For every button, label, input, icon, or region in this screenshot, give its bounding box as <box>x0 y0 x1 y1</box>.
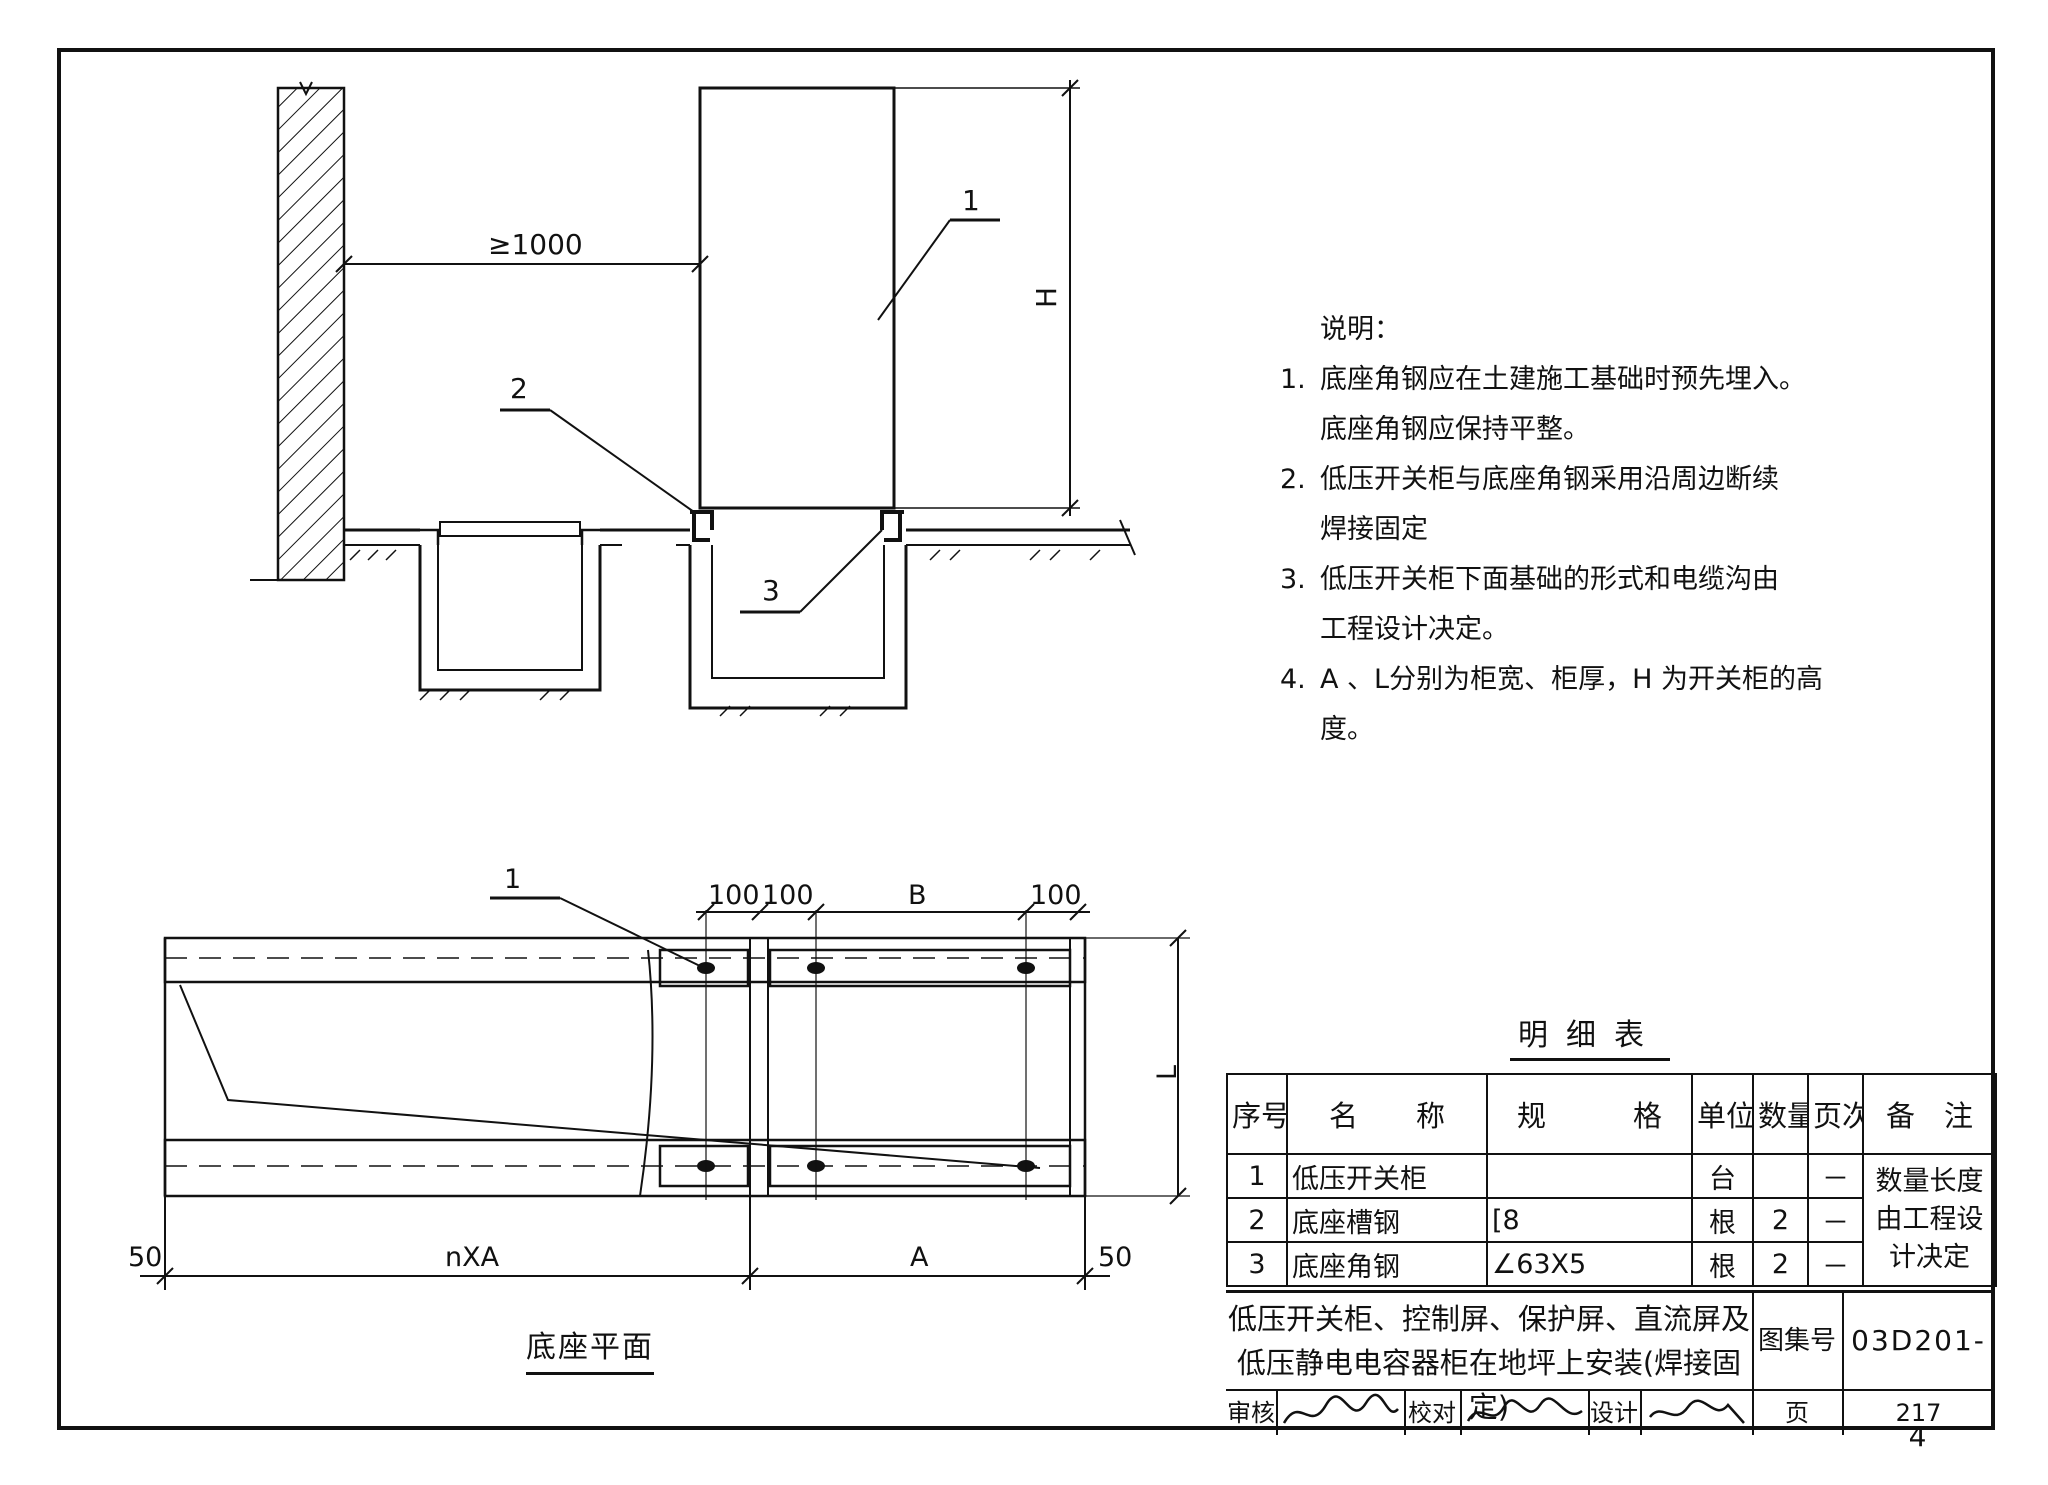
callout-1: 1 <box>962 184 980 217</box>
bom-row: 1 低压开关柜 台 － 数量长度由工程设计决定 <box>1226 1153 1997 1287</box>
design-label: 设计 <box>1590 1399 1638 1427</box>
note-num: 4. <box>1280 664 1306 695</box>
plan-callout-1: 1 <box>504 864 521 895</box>
dim-b: B <box>908 880 927 911</box>
page-label: 页 <box>1785 1399 1809 1427</box>
drawing-title-line2: 低压静电电容器柜在地坪上安装(焊接固定) <box>1236 1346 1742 1424</box>
bom-cell <box>1486 1153 1693 1199</box>
bom-header-cell: 备 注 <box>1862 1073 1997 1155</box>
bom-cell: 低压开关柜 <box>1286 1153 1488 1199</box>
note-num: 1. <box>1280 364 1306 395</box>
base-angle-right <box>880 510 904 542</box>
bom-table: 序号 名 称 规 格 单位 数量 页次 备 注 1 低压开关柜 台 － 数量长度… <box>1226 1073 1997 1430</box>
note-text: 工程设计决定。 <box>1320 614 1509 645</box>
title-block: 低压开关柜、控制屏、保护屏、直流屏及 低压静电电容器柜在地坪上安装(焊接固定) … <box>1226 1290 1995 1453</box>
dim-100-a: 100 <box>708 880 760 911</box>
bom-cell: 2 <box>1752 1241 1809 1287</box>
callout-3: 3 <box>762 574 780 607</box>
note-text: 底座角钢应在土建施工基础时预先埋入。 <box>1320 364 1806 395</box>
cabinet-module-1 <box>658 948 750 988</box>
check-signature <box>1466 1397 1583 1422</box>
bom-cell: 根 <box>1691 1241 1754 1287</box>
plan-view <box>140 896 1190 1290</box>
atlas-number: 03D201-4 <box>1851 1324 1986 1453</box>
notes-heading: 说明： <box>1320 314 1401 345</box>
bom-remark: 数量长度由工程设计决定 <box>1862 1153 1997 1287</box>
bom-cell: [8 <box>1486 1197 1693 1243</box>
cable-trench-2 <box>688 545 908 710</box>
leader-1 <box>877 219 951 321</box>
bom-header-cell: 数量 <box>1752 1073 1809 1155</box>
design-signature <box>1649 1399 1745 1424</box>
note-text: A 、L分别为柜宽、柜厚，H 为开关柜的高度。 <box>1320 664 1823 745</box>
base-angle-left <box>690 510 714 542</box>
dim-100-c: 100 <box>1030 880 1082 911</box>
wall-hatch <box>276 86 346 582</box>
bom-header-cell: 单位 <box>1691 1073 1754 1155</box>
break-line <box>179 984 1041 1169</box>
height-label: H <box>1030 287 1063 308</box>
note-num: 2. <box>1280 464 1306 495</box>
notes: 说明： 1. 底座角钢应在土建施工基础时预先埋入。 底座角钢应保持平整。 2. … <box>1280 305 1840 755</box>
review-signature <box>1282 1393 1399 1424</box>
note-num: 3. <box>1280 564 1306 595</box>
bom-cell: － <box>1807 1241 1864 1287</box>
note-text: 低压开关柜下面基础的形式和电缆沟由 <box>1320 564 1779 595</box>
callout-2: 2 <box>510 372 528 405</box>
bom-cell: － <box>1807 1153 1864 1199</box>
dim-a: A <box>910 1242 929 1273</box>
note-item-2: 2. 低压开关柜与底座角钢采用沿周边断续 <box>1280 455 1840 505</box>
dim-nxa: nXA <box>445 1242 500 1273</box>
dim-100-b: 100 <box>762 880 814 911</box>
note-text: 焊接固定 <box>1320 514 1428 545</box>
drawing-title-line1: 低压开关柜、控制屏、保护屏、直流屏及 <box>1227 1302 1750 1336</box>
plan-labels: 1 100 100 B 100 L 50 nXA A 50 <box>128 864 1183 1273</box>
note-text: 底座角钢应保持平整。 <box>1320 414 1590 445</box>
page-number: 217 <box>1895 1399 1942 1427</box>
dim-50-left: 50 <box>128 1242 162 1273</box>
bom-cell: 2 <box>1226 1197 1288 1243</box>
bom-header-cell: 序号 <box>1226 1073 1288 1155</box>
bom-header-row: 序号 名 称 规 格 单位 数量 页次 备 注 <box>1226 1073 1997 1155</box>
trench-cover <box>439 521 581 537</box>
bom-cell: 底座角钢 <box>1286 1241 1488 1287</box>
bom-row: 3 底座角钢 ∠63X5 根 2 － <box>1226 1241 1996 1287</box>
bom-cell: 根 <box>1691 1197 1754 1243</box>
dim-l: L <box>1152 1065 1183 1080</box>
note-text: 低压开关柜与底座角钢采用沿周边断续 <box>1320 464 1779 495</box>
bom-row: 2 底座槽钢 [8 根 2 － <box>1226 1197 1996 1243</box>
signature-row: 审核 校对 设计 页 217 <box>1226 1389 1995 1435</box>
note-item-3: 3. 低压开关柜下面基础的形式和电缆沟由 <box>1280 555 1840 605</box>
bom-header-cell: 规 格 <box>1486 1073 1693 1155</box>
section-view <box>250 79 1136 717</box>
check-label: 校对 <box>1408 1399 1456 1427</box>
review-label: 审核 <box>1227 1399 1275 1427</box>
bom-cell: ∠63X5 <box>1486 1241 1693 1287</box>
section-labels: ≥1000 H 1 2 3 <box>488 184 1063 607</box>
bom-cell <box>1752 1153 1809 1199</box>
bom-cell: 2 <box>1752 1197 1809 1243</box>
bom-cell: 台 <box>1691 1153 1754 1199</box>
clearance-label: ≥1000 <box>488 228 583 261</box>
note-item-1: 1. 底座角钢应在土建施工基础时预先埋入。 <box>1280 355 1840 405</box>
drawing-title: 低压开关柜、控制屏、保护屏、直流屏及 低压静电电容器柜在地坪上安装(焊接固定) <box>1226 1293 1754 1424</box>
bom-cell: 底座槽钢 <box>1286 1197 1488 1243</box>
drawing-frame <box>57 48 1995 1430</box>
cable-trench-1 <box>418 545 602 692</box>
atlas-label: 图集号 <box>1752 1293 1844 1389</box>
cabinet-module-3 <box>658 1144 750 1188</box>
bom-header-cell: 页次 <box>1807 1073 1864 1155</box>
bom-cell: 1 <box>1226 1153 1288 1199</box>
bom-header-cell: 名 称 <box>1286 1073 1488 1155</box>
bom-cell: － <box>1807 1197 1864 1243</box>
bom-cell: 3 <box>1226 1241 1288 1287</box>
bom-title: 明细表 <box>1510 1010 1670 1061</box>
plan-caption: 底座平面 <box>526 1322 654 1375</box>
dim-50-right: 50 <box>1098 1242 1132 1273</box>
note-item-4: 4. A 、L分别为柜宽、柜厚，H 为开关柜的高度。 <box>1280 655 1840 755</box>
